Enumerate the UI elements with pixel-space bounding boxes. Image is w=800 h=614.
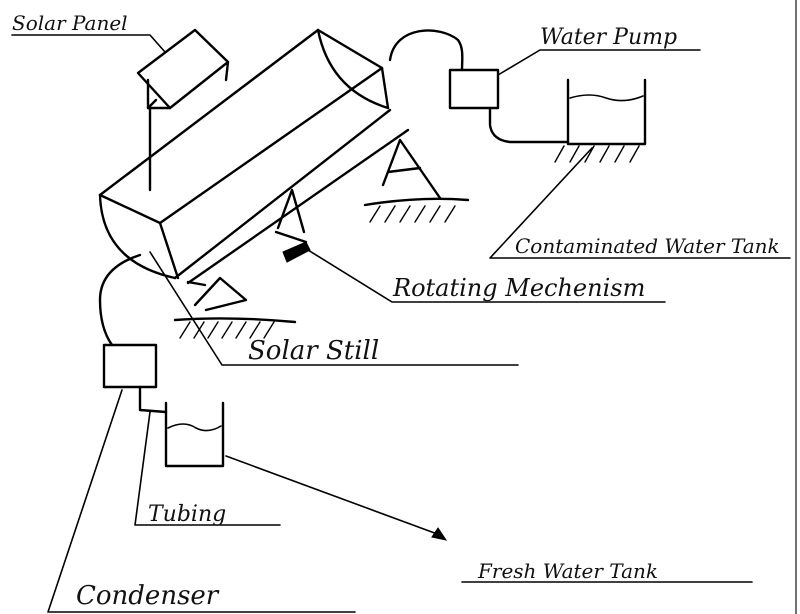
leader-lines [12, 35, 790, 612]
condenser [100, 255, 166, 412]
labels: Solar Panel Water Pump Contaminated Wate… [12, 11, 780, 611]
label-rotating-mechanism: Rotating Mechenism [392, 274, 645, 302]
label-solar-panel: Solar Panel [12, 11, 128, 35]
right-support [365, 140, 468, 222]
label-solar-still: Solar Still [248, 336, 379, 366]
solar-panel [138, 30, 228, 190]
label-water-pump: Water Pump [540, 25, 677, 50]
label-tubing: Tubing [148, 502, 226, 527]
label-contaminated-water-tank: Contaminated Water Tank [515, 234, 780, 258]
label-fresh-water-tank: Fresh Water Tank [477, 559, 658, 583]
label-condenser: Condenser [76, 581, 220, 611]
left-support [175, 278, 295, 338]
fresh-water-tank [166, 403, 223, 466]
contaminated-water-tank [555, 80, 645, 162]
